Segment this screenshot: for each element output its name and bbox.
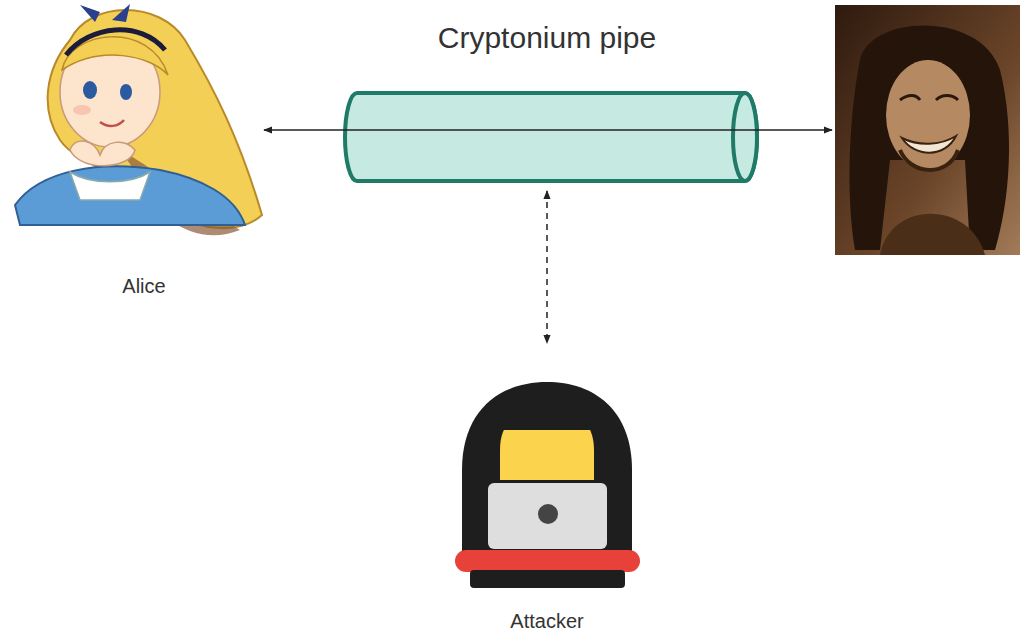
alice-illustration bbox=[15, 4, 262, 235]
actor-label: Alice bbox=[122, 274, 165, 298]
headband bbox=[66, 30, 165, 55]
desk-base bbox=[470, 570, 625, 588]
eye bbox=[83, 81, 97, 99]
pipe-cylinder bbox=[345, 93, 757, 181]
character-node: Alice bbox=[4, 0, 284, 302]
bob-photo bbox=[835, 5, 1020, 255]
laptop-logo bbox=[538, 504, 558, 524]
laptop bbox=[488, 483, 607, 549]
photo-ground bbox=[835, 5, 1020, 255]
hood-top bbox=[500, 405, 594, 430]
hood bbox=[462, 382, 632, 560]
smile bbox=[902, 136, 956, 153]
beard bbox=[900, 150, 958, 170]
eye bbox=[120, 84, 132, 100]
pipe-body bbox=[345, 93, 757, 181]
channel-arrow bbox=[264, 129, 832, 131]
actor-label: Attacker bbox=[510, 609, 583, 633]
mouth bbox=[100, 120, 124, 126]
shoulders bbox=[880, 214, 985, 255]
eyes bbox=[900, 96, 958, 101]
desk-edge bbox=[455, 550, 640, 572]
collar bbox=[70, 172, 150, 200]
dashed-connector bbox=[546, 191, 548, 343]
dress bbox=[15, 166, 245, 225]
bow bbox=[80, 4, 130, 22]
channel-node: Cryptonium pipe bbox=[338, 20, 756, 188]
attacker-icon bbox=[455, 382, 640, 588]
face bbox=[886, 60, 970, 170]
cheek bbox=[73, 105, 91, 115]
pipe-end bbox=[733, 93, 757, 181]
pipe-title: Cryptonium pipe bbox=[438, 20, 656, 56]
attacker-node: Attacker bbox=[440, 345, 654, 637]
hands bbox=[70, 141, 135, 166]
